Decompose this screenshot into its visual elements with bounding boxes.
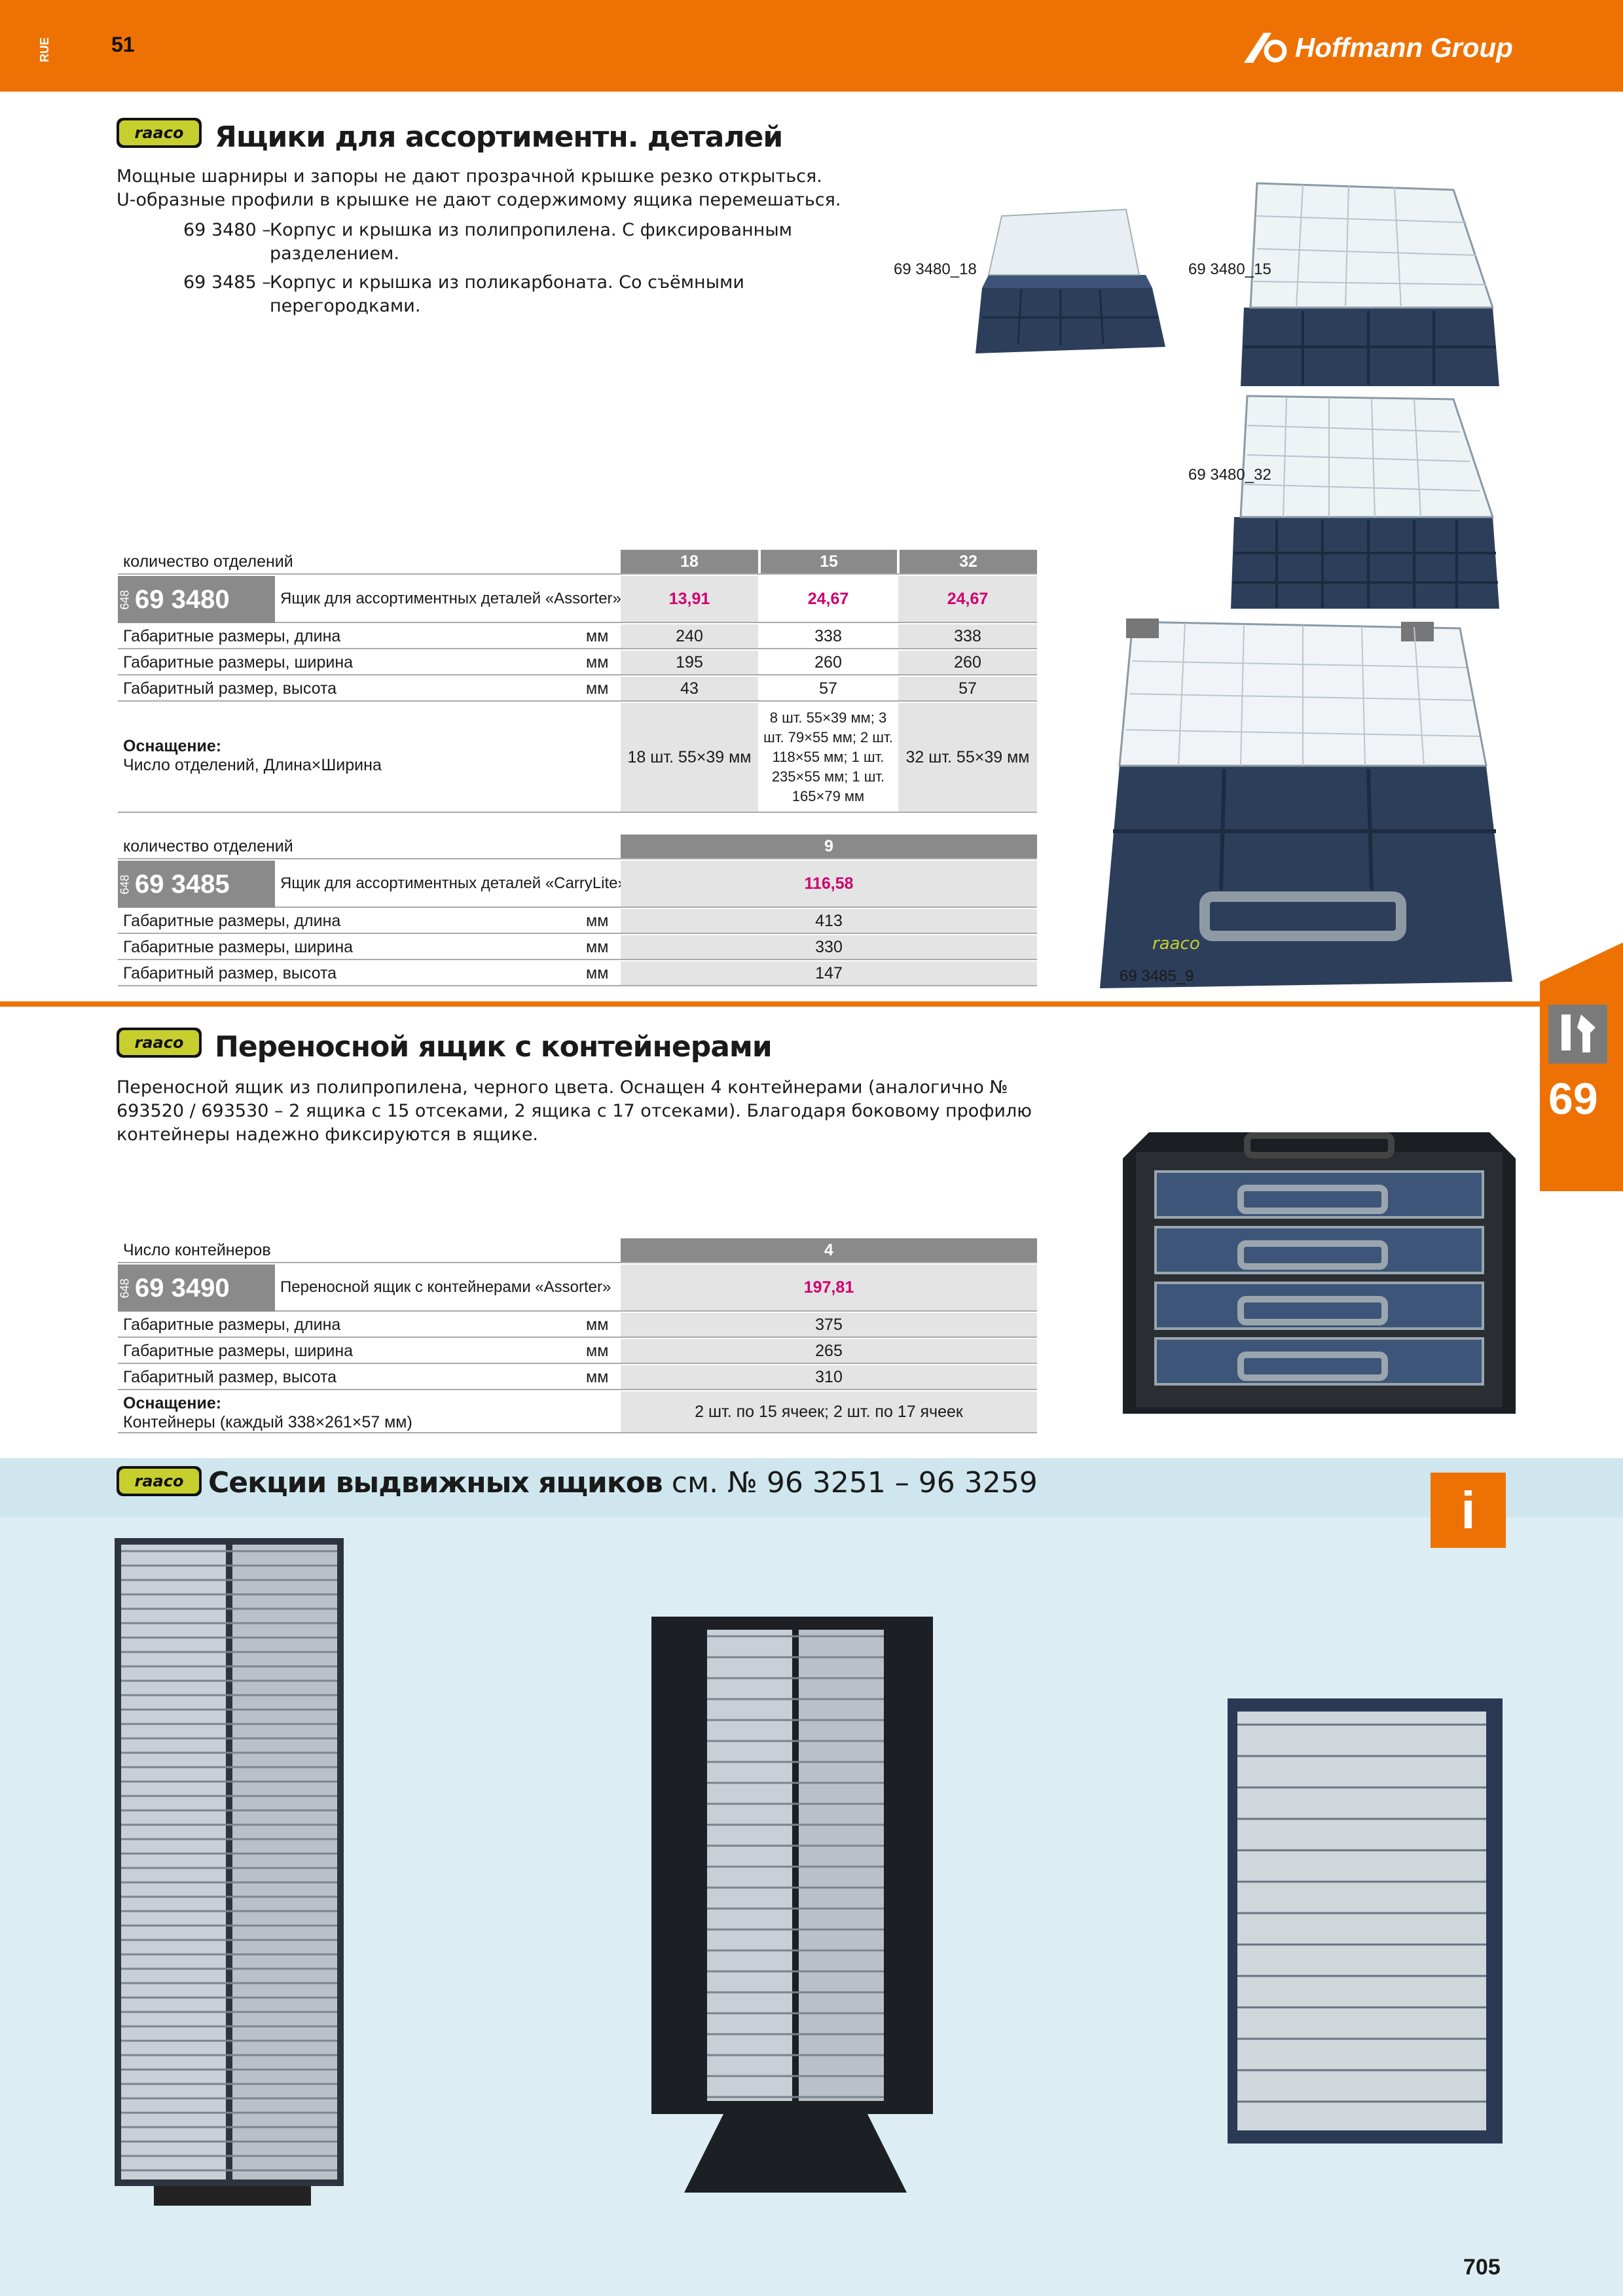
section-title-carry-box: Переносной ящик с контейнерами xyxy=(215,1030,773,1064)
table1-row-equipment: Оснащение: Число отделений, Длина×Ширина… xyxy=(118,703,1037,813)
product-image-693480-18 xyxy=(976,208,1165,353)
price-693490: 197,81 xyxy=(621,1265,1037,1310)
table1-col-32: 32 xyxy=(898,550,1037,573)
table1-header-label: количество отделений xyxy=(123,552,293,571)
table2-header-row: количество отделений 9 xyxy=(118,834,1037,859)
article-badge: 648 69 3485 xyxy=(118,861,275,908)
carry-box-description: Переносной ящик из полипропилена, черног… xyxy=(117,1077,1032,1145)
drawer-sections-title: Секции выдвижных ящиков см. № 96 3251 – … xyxy=(208,1466,1038,1499)
description-line-1: Мощные шарниры и запоры не дают прозрачн… xyxy=(117,166,822,187)
raaco-logo: raaco xyxy=(117,1028,202,1058)
drawer-cabinet-image xyxy=(1228,1698,1503,2144)
drawer-tower-image-2 xyxy=(651,1617,933,2193)
item-number-2: 69 3485 – xyxy=(183,272,271,293)
drawer-sections-ref: см. № 96 3251 – 96 3259 xyxy=(671,1466,1038,1499)
article-badge: 648 69 3480 xyxy=(118,576,275,623)
price-32: 24,67 xyxy=(898,576,1037,622)
section-divider xyxy=(0,1001,1623,1007)
section-number: 51 xyxy=(111,33,135,56)
language-code: RUE xyxy=(38,37,51,62)
price-18: 13,91 xyxy=(621,576,758,622)
info-header xyxy=(0,1458,1623,1517)
tools-icon xyxy=(1548,1005,1607,1064)
top-bar xyxy=(0,0,1623,92)
price-15: 24,67 xyxy=(807,589,849,608)
article-number: 69 3480 xyxy=(135,584,230,614)
item-number-1: 69 3480 – xyxy=(183,220,271,240)
table1-col-15: 15 xyxy=(759,550,897,573)
image-caption-2: 69 3480_15 xyxy=(1188,260,1271,278)
group-code: 648 xyxy=(118,589,132,610)
product-image-693485-9: raaco xyxy=(1100,619,1512,988)
table2-article-row: 648 69 3485 Ящик для ассортиментных дета… xyxy=(118,861,1037,908)
raaco-logo: raaco xyxy=(117,118,202,148)
table1-header-row: количество отделений 18 15 32 xyxy=(118,550,1037,575)
product-image-693490 xyxy=(1123,1132,1516,1414)
image-caption-3: 69 3480_32 xyxy=(1188,466,1271,484)
price-693485: 116,58 xyxy=(621,861,1037,906)
drawer-tower-image-1 xyxy=(115,1538,344,2206)
section-title-assorter: Ящики для ассортиментн. деталей xyxy=(215,120,783,154)
info-icon[interactable]: i xyxy=(1431,1473,1506,1548)
table3-header-row: Число контейнеров 4 xyxy=(118,1238,1037,1263)
hoffmann-logo: Hoffmann Group xyxy=(1244,31,1513,64)
chapter-number: 69 xyxy=(1548,1074,1598,1124)
page-number: 705 xyxy=(1463,2255,1501,2280)
raaco-logo: raaco xyxy=(117,1466,202,1496)
table3-row-equipment: Оснащение: Контейнеры (каждый 338×261×57… xyxy=(118,1391,1037,1433)
description-line-2: U-образные профили в крышке не дают соде… xyxy=(117,190,841,210)
hoffmann-logo-icon xyxy=(1244,33,1287,63)
article-name: Ящик для ассортиментных деталей «Assorte… xyxy=(280,590,621,607)
svg-text:raaco: raaco xyxy=(1152,934,1200,954)
chapter-tab xyxy=(1540,942,1623,1191)
item-text-1: Корпус и крышка из полипропилена. С фикс… xyxy=(270,220,793,264)
table1-col-18: 18 xyxy=(621,550,758,573)
product-image-693480-32 xyxy=(1231,395,1499,609)
brand-name: Hoffmann Group xyxy=(1295,32,1513,63)
image-caption-4: 69 3485_9 xyxy=(1120,967,1194,985)
item-text-2: Корпус и крышка из поликарбоната. Со съё… xyxy=(270,272,744,316)
table3-article-row: 648 69 3490 Переносной ящик с контейнера… xyxy=(118,1265,1037,1312)
product-image-693480-15 xyxy=(1241,182,1499,386)
image-caption-1: 69 3480_18 xyxy=(894,260,977,278)
article-badge: 648 69 3490 xyxy=(118,1265,275,1312)
table1-article-row: 648 69 3480 Ящик для ассортиментных дета… xyxy=(118,576,1037,623)
